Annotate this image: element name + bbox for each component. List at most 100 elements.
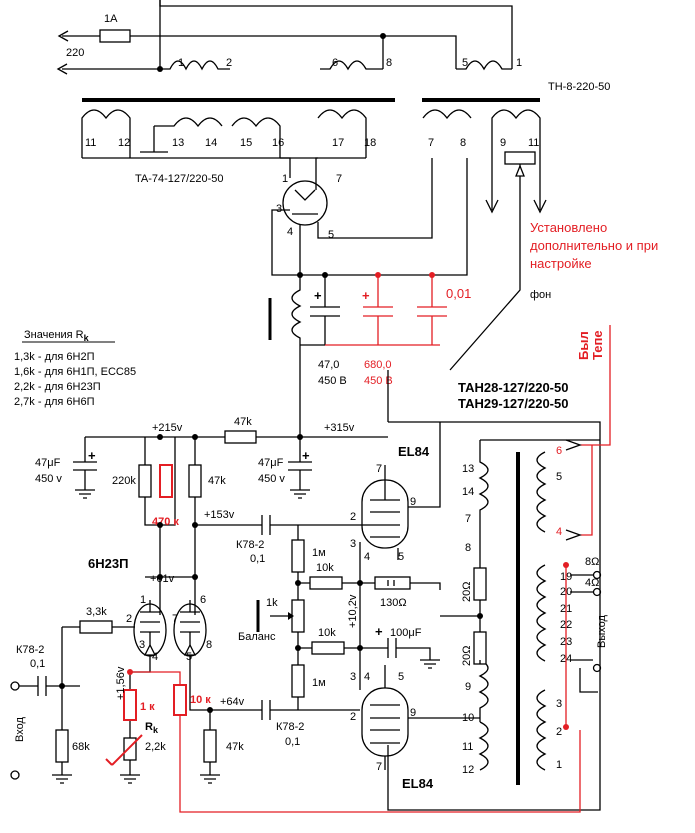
resistor-10k-red	[173, 684, 187, 716]
svg-text:+153v: +153v	[204, 509, 235, 521]
output-8ohm-terminal[interactable]	[592, 570, 602, 580]
svg-text:3: 3	[276, 203, 282, 215]
resistor-470k-red	[159, 464, 173, 498]
svg-text:1: 1	[140, 594, 146, 606]
svg-text:2: 2	[556, 726, 562, 738]
svg-text:0,1: 0,1	[250, 553, 265, 565]
pt-left-label: TA-74-127/220-50	[135, 173, 223, 185]
svg-text:47k: 47k	[226, 741, 244, 753]
rk-label: Rk	[145, 721, 159, 735]
svg-text:6Н23П: 6Н23П	[88, 556, 128, 571]
resistor-1k-red	[123, 689, 137, 721]
output-4ohm-terminal[interactable]	[592, 587, 602, 597]
svg-text:20Ω: 20Ω	[461, 582, 473, 602]
resistor-1m-b	[291, 664, 305, 698]
svg-text:+10,2v: +10,2v	[347, 594, 359, 628]
svg-text:настройке: настройке	[530, 256, 592, 271]
svg-text:47μF: 47μF	[258, 457, 284, 469]
svg-text:+: +	[362, 288, 370, 303]
svg-text:68k: 68k	[72, 741, 90, 753]
driver-plate-load: 220k 470 к 47k +153v К78-2 0,1 +61v	[112, 437, 360, 615]
svg-text:2,2k - для 6Н23П: 2,2k - для 6Н23П	[14, 381, 101, 393]
svg-text:11: 11	[85, 137, 96, 149]
b-plus-rail: 47k +215v +315v + 47μF 450 v + 47μF 450 …	[35, 416, 388, 499]
svg-text:12: 12	[118, 137, 130, 149]
svg-text:9: 9	[500, 137, 506, 149]
rectifier-tube: 1 7 3 4 5	[271, 158, 468, 276]
svg-text:Баланс: Баланс	[238, 631, 276, 643]
fuse-label: 1A	[104, 13, 118, 25]
svg-text:+215v: +215v	[152, 422, 183, 434]
svg-text:11: 11	[462, 741, 473, 753]
svg-text:47,0: 47,0	[318, 359, 339, 371]
rk-table-title: Значения Rk	[24, 329, 90, 343]
svg-text:3: 3	[139, 639, 145, 651]
resistor-20-a	[473, 567, 487, 601]
svg-text:4: 4	[364, 551, 370, 563]
svg-text:4: 4	[152, 651, 158, 663]
input-jack-ground[interactable]	[10, 770, 20, 780]
power-transformer-secondaries: 11 12 13 14 15 16 17 18 7 8 9 11 TA-74-1…	[81, 109, 547, 371]
power-transformer-primaries: 1 2 6 8 5 1 TH-8-220-50	[82, 57, 610, 102]
output-tube-top: EL84 7 9 2 3 4 5	[350, 422, 441, 583]
svg-text:7: 7	[336, 173, 342, 185]
bias-network: 1м 10k 1k Баланс 10k 1м 130Ω + 100μF +10…	[238, 525, 441, 710]
svg-text:4: 4	[556, 526, 562, 538]
svg-text:1,6k - для 6Н1П, ЕСС85: 1,6k - для 6Н1П, ЕСС85	[14, 366, 136, 378]
resistor-130	[374, 576, 411, 590]
svg-text:12: 12	[462, 764, 474, 776]
svg-text:7: 7	[172, 613, 178, 625]
rk-values-table: Значения Rk 1,3k - для 6Н2П 1,6k - для 6…	[14, 329, 136, 408]
input-jack-hot[interactable]	[10, 681, 20, 691]
svg-text:450 v: 450 v	[35, 473, 62, 485]
svg-text:47μF: 47μF	[35, 457, 61, 469]
svg-text:16: 16	[272, 137, 284, 149]
svg-text:8: 8	[386, 57, 392, 69]
resistor-10k-b	[311, 641, 345, 655]
svg-text:5: 5	[186, 651, 192, 663]
supply-filter: + + 47,0 450 В 680,0 450 В 0,01	[268, 272, 471, 440]
svg-text:+: +	[302, 448, 310, 463]
svg-text:7: 7	[376, 761, 382, 773]
driver-tube: 6Н23П 1 2 3 4 5 6 7 8	[88, 556, 212, 663]
svg-text:1: 1	[178, 57, 184, 69]
svg-text:100μF: 100μF	[390, 627, 422, 639]
resistor-3-3k	[79, 620, 113, 634]
svg-text:ТАН29-127/220-50: ТАН29-127/220-50	[458, 396, 568, 411]
fuse	[99, 29, 131, 43]
svg-text:Установлено: Установлено	[530, 220, 607, 235]
svg-text:+61v: +61v	[150, 573, 175, 585]
svg-text:10 к: 10 к	[190, 694, 211, 706]
svg-text:13: 13	[462, 463, 474, 475]
input-stage: Вход К78-2 0,1 68k 3,3k	[10, 606, 135, 784]
svg-text:1: 1	[282, 173, 288, 185]
svg-text:+: +	[88, 448, 96, 463]
svg-text:7: 7	[465, 513, 471, 525]
svg-text:8: 8	[206, 639, 212, 651]
svg-text:К78-2: К78-2	[276, 721, 304, 733]
output-common-terminal[interactable]	[592, 663, 602, 673]
svg-text:450 В: 450 В	[364, 375, 393, 387]
svg-text:+64v: +64v	[220, 696, 245, 708]
svg-text:10k: 10k	[318, 627, 336, 639]
svg-text:Вход: Вход	[14, 717, 26, 742]
svg-text:ТАН28-127/220-50: ТАН28-127/220-50	[458, 380, 568, 395]
svg-text:11: 11	[528, 137, 539, 149]
svg-text:130Ω: 130Ω	[380, 597, 407, 609]
svg-text:1: 1	[556, 759, 562, 771]
output-transformer: ТАН28-127/220-50 ТАН29-127/220-50 13 14 …	[387, 325, 611, 811]
svg-text:8: 8	[465, 542, 471, 554]
resistor-220k	[138, 464, 152, 498]
resistor-rk[interactable]	[123, 737, 137, 761]
svg-text:450 v: 450 v	[258, 473, 285, 485]
svg-text:1k: 1k	[266, 597, 278, 609]
svg-text:220k: 220k	[112, 475, 136, 487]
svg-text:14: 14	[462, 486, 474, 498]
hum-pot[interactable]	[504, 151, 536, 165]
mains-label: 220	[66, 47, 84, 59]
svg-text:+: +	[375, 624, 383, 639]
svg-text:2: 2	[350, 711, 356, 723]
svg-text:2: 2	[226, 57, 232, 69]
svg-text:0,1: 0,1	[30, 658, 45, 670]
